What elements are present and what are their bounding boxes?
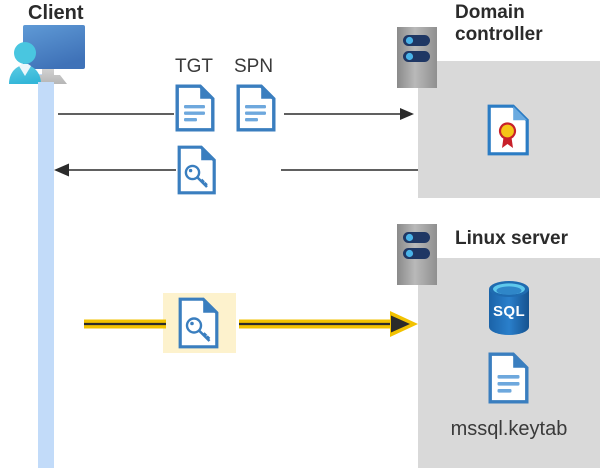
client-workstation-icon — [6, 22, 92, 88]
flow-response-arrow — [54, 160, 418, 180]
text-document-icon-tgt — [175, 84, 215, 132]
key-document-icon-response — [177, 145, 217, 195]
text-document-icon-keytab — [488, 352, 530, 404]
certificate-document-icon — [487, 104, 531, 156]
sql-database-icon: SQL — [485, 280, 533, 336]
svg-text:SQL: SQL — [493, 303, 525, 320]
client-lifeline — [38, 74, 54, 468]
tgt-label: TGT — [175, 56, 213, 77]
flow-authenticate-arrow — [54, 310, 418, 338]
keytab-filename-label: mssql.keytab — [450, 418, 568, 440]
domain-controller-label: Domain controller — [455, 2, 543, 45]
linux-server-label: Linux server — [455, 228, 568, 249]
text-document-icon-spn — [236, 84, 276, 132]
server-rack-icon-domain-controller — [397, 27, 440, 91]
server-rack-icon-linux-server — [397, 224, 440, 288]
client-label: Client — [28, 2, 84, 24]
key-document-icon-authenticate — [178, 297, 220, 349]
spn-label: SPN — [234, 56, 274, 77]
flow-request-arrow — [54, 104, 414, 124]
